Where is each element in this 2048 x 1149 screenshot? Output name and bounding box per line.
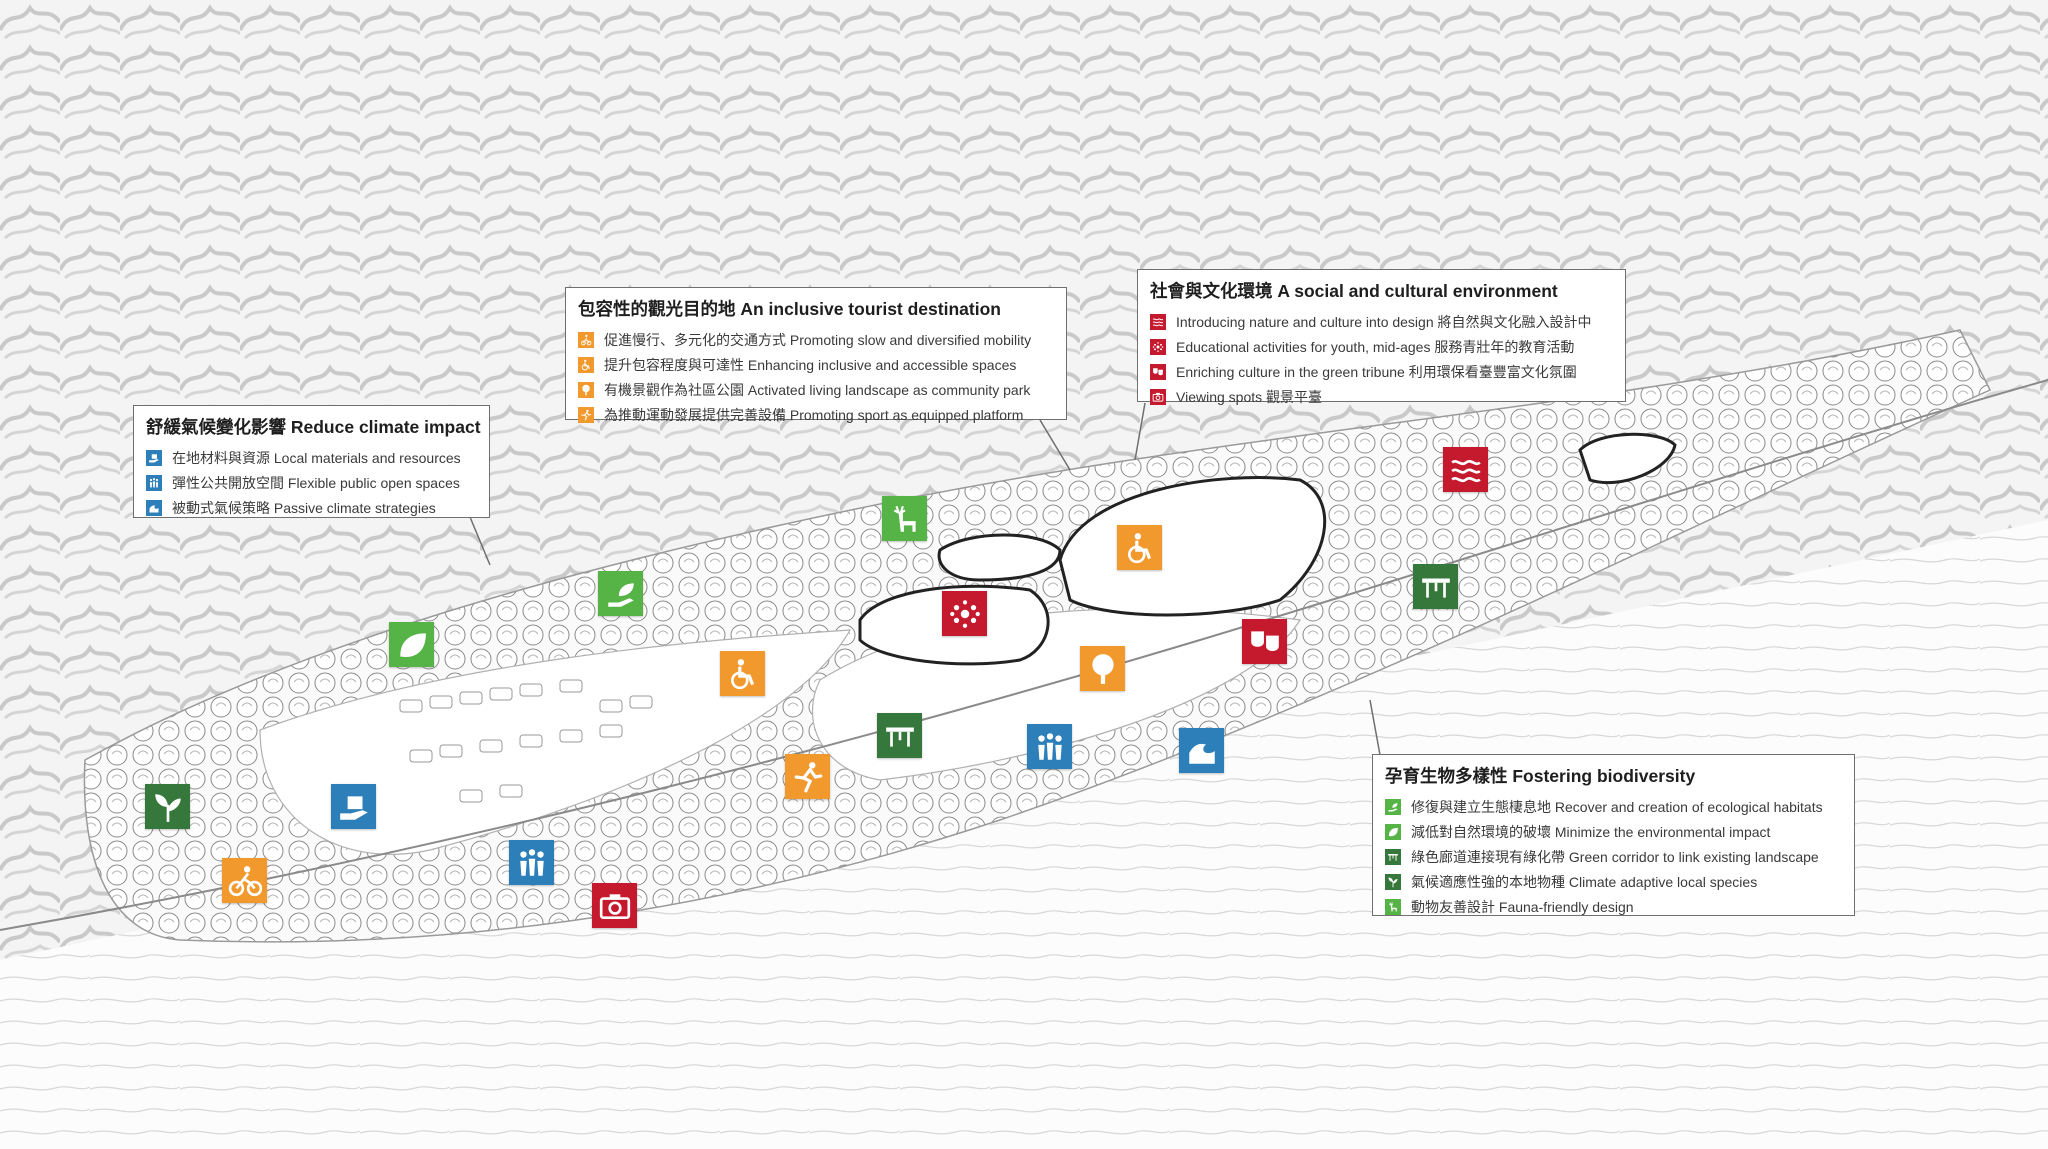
tree-icon [578, 381, 594, 398]
legend-text: 提升包容程度與可達性 Enhancing inclusive and acces… [604, 356, 1017, 373]
legend-text: 減低對自然環境的破壞 Minimize the environmental im… [1411, 823, 1771, 840]
legend-text: 綠色廊道連接現有綠化帶 Green corridor to link exist… [1411, 848, 1819, 865]
hand-leaf-icon [598, 571, 643, 616]
legend-text: Enriching culture in the green tribune 利… [1176, 363, 1577, 380]
hand-leaf-icon [1385, 798, 1401, 815]
legend-row: 動物友善設計 Fauna-friendly design [1385, 894, 1842, 919]
legend-row: Introducing nature and culture into desi… [1150, 309, 1613, 334]
legend-text: 被動式氣候策略 Passive climate strategies [172, 499, 436, 516]
waves-icon [1443, 447, 1488, 492]
corridor-icon [1385, 848, 1401, 865]
wheelchair-icon [1117, 525, 1162, 570]
running-icon [785, 754, 830, 799]
hand-box-icon [146, 449, 162, 466]
legend-text: 促進慢行、多元化的交通方式 Promoting slow and diversi… [604, 331, 1032, 348]
legend-row: 減低對自然環境的破壞 Minimize the environmental im… [1385, 819, 1842, 844]
legend-row: 彈性公共開放空間 Flexible public open spaces [146, 470, 477, 495]
legend-row: Enriching culture in the green tribune 利… [1150, 359, 1613, 384]
legend-row: 被動式氣候策略 Passive climate strategies [146, 495, 477, 520]
people-icon [1027, 724, 1072, 769]
waves-icon [1150, 313, 1166, 330]
corridor-icon [1413, 564, 1458, 609]
masks-icon [1150, 363, 1166, 380]
hand-box-icon [331, 784, 376, 829]
leaf-icon [1385, 823, 1401, 840]
legend-text: 在地材料與資源 Local materials and resources [172, 449, 461, 466]
callout-tourist: 包容性的觀光目的地 An inclusive tourist destinati… [565, 287, 1067, 423]
deer-icon [1385, 898, 1401, 915]
dots-icon [942, 591, 987, 636]
legend-text: Introducing nature and culture into desi… [1176, 313, 1592, 330]
wave-climate-icon [146, 499, 162, 516]
legend-row: 促進慢行、多元化的交通方式 Promoting slow and diversi… [578, 327, 1054, 352]
deer-icon [882, 496, 927, 541]
legend-row: 有機景觀作為社區公園 Activated living landscape as… [578, 377, 1054, 402]
legend-row: 在地材料與資源 Local materials and resources [146, 445, 477, 470]
cyclist-icon [222, 858, 267, 903]
leaf-icon [389, 622, 434, 667]
legend-text: 有機景觀作為社區公園 Activated living landscape as… [604, 381, 1031, 398]
legend-text: Educational activities for youth, mid-ag… [1176, 338, 1575, 355]
masks-icon [1242, 619, 1287, 664]
callout-title: 孕育生物多樣性 Fostering biodiversity [1385, 766, 1696, 786]
legend-row: Viewing spots 觀景平臺 [1150, 384, 1613, 409]
callout-title: 社會與文化環境 A social and cultural environmen… [1150, 281, 1558, 301]
sprout-icon [145, 784, 190, 829]
corridor-icon [877, 713, 922, 758]
callout-title: 舒緩氣候變化影響 Reduce climate impact [146, 417, 481, 437]
legend-row: 氣候適應性強的本地物種 Climate adaptive local speci… [1385, 869, 1842, 894]
tree-icon [1080, 646, 1125, 691]
callout-social: 社會與文化環境 A social and cultural environmen… [1137, 269, 1626, 405]
legend-row: 提升包容程度與可達性 Enhancing inclusive and acces… [578, 352, 1054, 377]
legend-row: 綠色廊道連接現有綠化帶 Green corridor to link exist… [1385, 844, 1842, 869]
walking-bike-icon [578, 331, 594, 348]
callout-title: 包容性的觀光目的地 An inclusive tourist destinati… [578, 299, 1001, 319]
legend-text: 動物友善設計 Fauna-friendly design [1411, 898, 1634, 915]
legend-row: 修復與建立生態棲息地 Recover and creation of ecolo… [1385, 794, 1842, 819]
legend-text: Viewing spots 觀景平臺 [1176, 388, 1323, 405]
legend-row: Educational activities for youth, mid-ag… [1150, 334, 1613, 359]
people-icon [509, 840, 554, 885]
wheelchair-icon [578, 356, 594, 373]
people-icon [146, 474, 162, 491]
camera-icon [592, 883, 637, 928]
legend-text: 彈性公共開放空間 Flexible public open spaces [172, 474, 460, 491]
camera-icon [1150, 388, 1166, 405]
running-icon [578, 406, 594, 423]
wheelchair-icon [720, 651, 765, 696]
callout-climate: 舒緩氣候變化影響 Reduce climate impact 在地材料與資源 L… [133, 405, 490, 518]
wave-climate-icon [1179, 728, 1224, 773]
legend-row: 為推動運動發展提供完善設備 Promoting sport as equippe… [578, 402, 1054, 427]
legend-text: 氣候適應性強的本地物種 Climate adaptive local speci… [1411, 873, 1758, 890]
sprout-icon [1385, 873, 1401, 890]
dots-icon [1150, 338, 1166, 355]
legend-text: 為推動運動發展提供完善設備 Promoting sport as equippe… [604, 406, 1024, 423]
callout-biodiversity: 孕育生物多樣性 Fostering biodiversity 修復與建立生態棲息… [1372, 754, 1855, 916]
legend-text: 修復與建立生態棲息地 Recover and creation of ecolo… [1411, 798, 1823, 815]
